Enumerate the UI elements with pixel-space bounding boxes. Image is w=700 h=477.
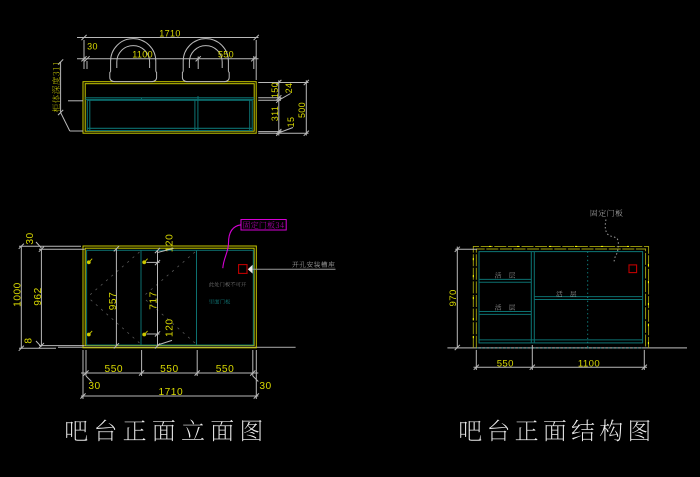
svg-text:550: 550: [497, 358, 514, 369]
svg-text:120: 120: [164, 318, 175, 337]
svg-text:1710: 1710: [159, 28, 180, 38]
svg-text:500: 500: [297, 102, 307, 118]
svg-text:550: 550: [218, 49, 234, 59]
svg-text:962: 962: [33, 287, 44, 306]
svg-text:8: 8: [24, 337, 35, 343]
svg-text:30: 30: [88, 381, 100, 392]
svg-text:311: 311: [270, 106, 280, 121]
svg-text:30: 30: [259, 381, 271, 392]
svg-text:15: 15: [286, 117, 296, 128]
svg-text:150: 150: [270, 82, 280, 98]
svg-text:957: 957: [108, 292, 119, 311]
svg-text:1000: 1000: [12, 282, 23, 307]
svg-text:30: 30: [25, 232, 36, 244]
svg-text:550: 550: [160, 364, 179, 375]
svg-text:1710: 1710: [158, 387, 183, 398]
svg-text:1100: 1100: [132, 49, 153, 59]
svg-text:717: 717: [148, 291, 159, 310]
svg-text:970: 970: [448, 289, 459, 306]
svg-text:30: 30: [87, 42, 98, 52]
svg-text:550: 550: [216, 364, 235, 375]
svg-text:120: 120: [164, 234, 175, 253]
svg-text:24: 24: [284, 83, 294, 94]
svg-text:550: 550: [105, 364, 124, 375]
svg-text:1100: 1100: [578, 358, 600, 369]
